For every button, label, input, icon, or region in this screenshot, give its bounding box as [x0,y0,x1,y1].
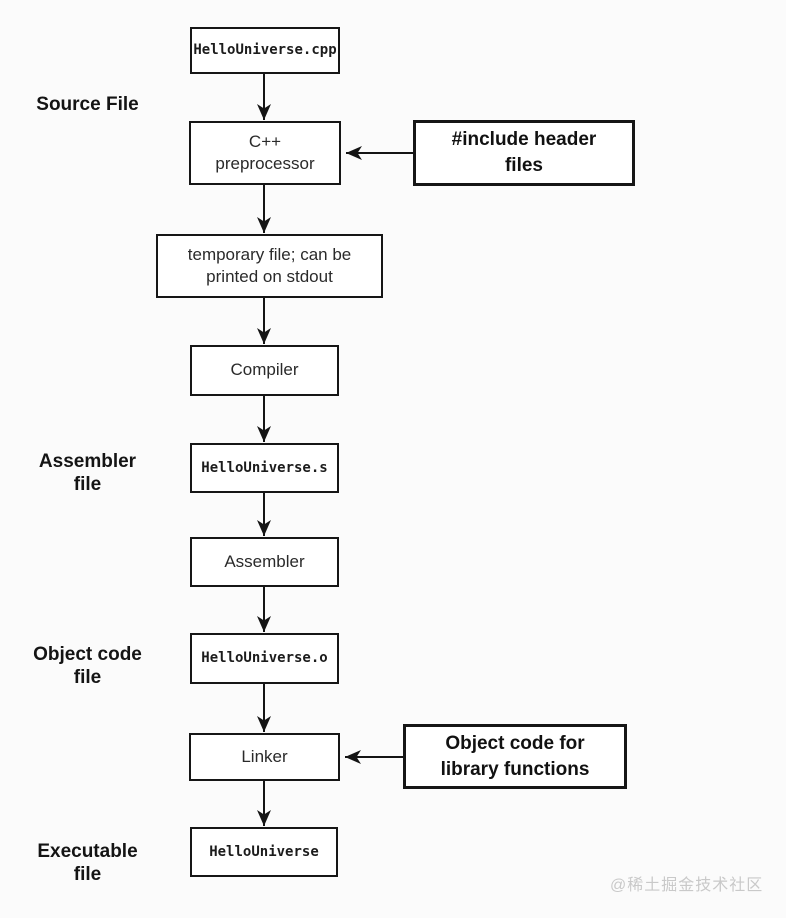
watermark: @稀土掘金技术社区 [610,877,764,894]
node-source-file: HelloUniverse.cpp [190,27,340,74]
label-object-code-file: Object code file [33,644,142,689]
node-compiler: Compiler [190,345,339,396]
node-assembler: Assembler [190,537,339,587]
node-library-object-code: Object code for library functions [403,724,627,789]
node-object-file: HelloUniverse.o [190,633,339,684]
label-executable-file: Executable file [37,841,138,886]
node-temporary-file: temporary file; can be printed on stdout [156,234,383,298]
node-assembly-file: HelloUniverse.s [190,443,339,493]
node-linker: Linker [189,733,340,781]
label-source-file: Source File [36,94,139,115]
node-include-header-files: #include header files [413,120,635,186]
node-cpp-preprocessor: C++ preprocessor [189,121,341,185]
node-executable: HelloUniverse [190,827,338,877]
label-assembler-file: Assembler file [38,451,137,496]
